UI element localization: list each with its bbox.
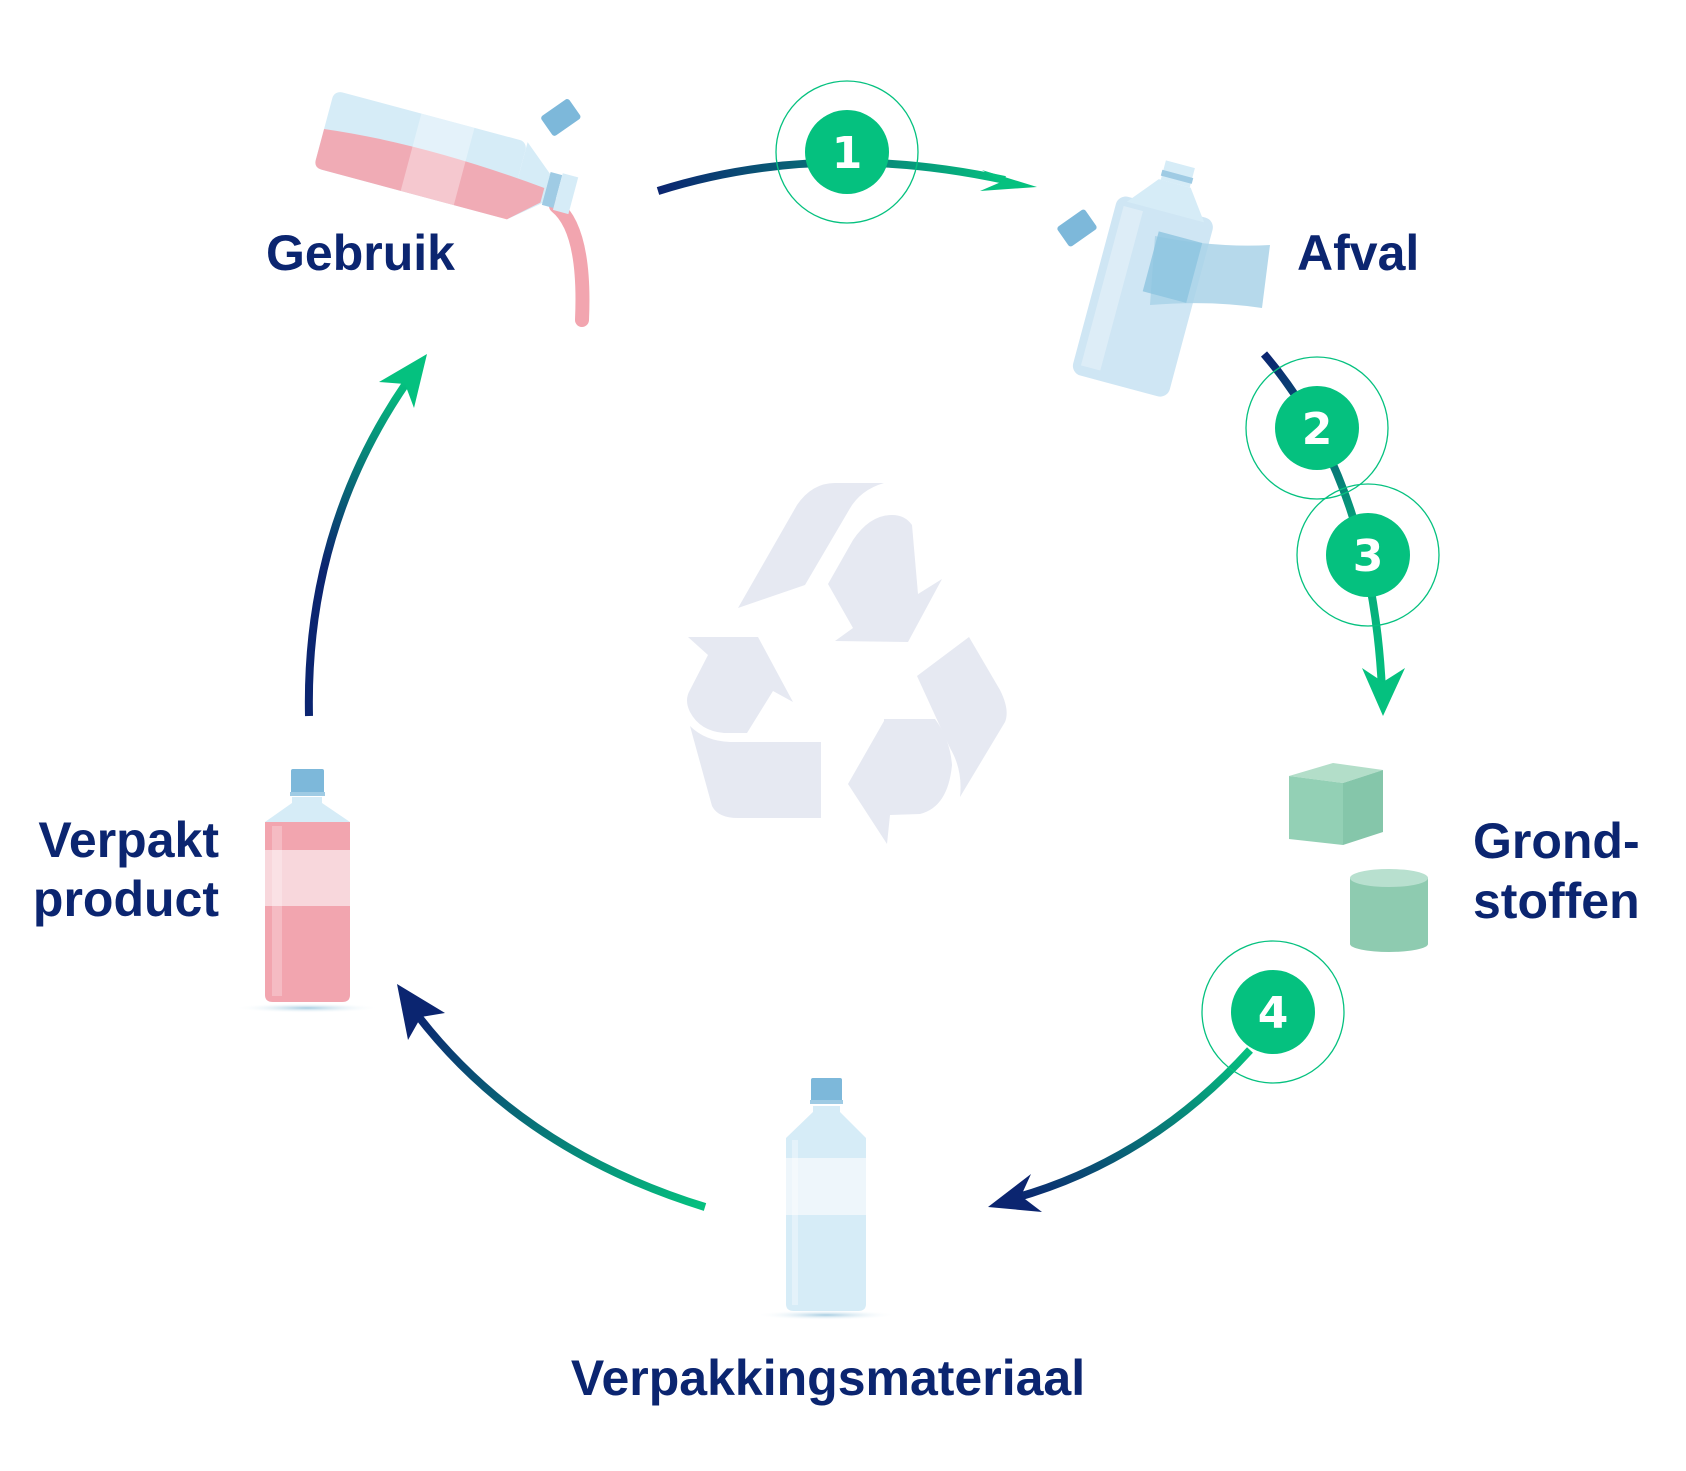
step-number: 3 xyxy=(1353,531,1384,582)
stage-label-gebruik: Gebruik xyxy=(266,225,455,281)
step-number: 4 xyxy=(1258,988,1289,1039)
stage-label-grondstoffen-line2: stoffen xyxy=(1473,873,1640,929)
arrow-afval-to-grondstoffen xyxy=(1260,351,1405,716)
stage-label-verpakt-product-line2: product xyxy=(33,871,219,927)
discarded-bottle-icon xyxy=(1057,160,1270,397)
step-number: 2 xyxy=(1302,404,1333,455)
step-badge-2: 2 xyxy=(1245,356,1389,500)
step-badge-3: 3 xyxy=(1296,483,1440,627)
arrow-grondstoffen-to-verpakkingsmateriaal xyxy=(988,1047,1253,1212)
filled-bottle-icon xyxy=(235,769,379,1013)
raw-materials-icon xyxy=(1289,763,1428,952)
arrow-verpakt-product-to-gebruik xyxy=(304,354,427,717)
step-badge-4: 4 xyxy=(1201,940,1345,1084)
step-badge-1: 1 xyxy=(775,80,919,224)
recycle-icon xyxy=(687,483,1007,844)
step-number: 1 xyxy=(832,128,863,179)
empty-bottle-icon xyxy=(756,1078,896,1320)
arrow-verpakkingsmateriaal-to-verpakt-product xyxy=(397,984,707,1211)
stage-label-verpakt-product-line1: Verpakt xyxy=(38,812,219,868)
pouring-bottle-icon xyxy=(315,92,590,327)
stage-label-afval: Afval xyxy=(1297,225,1419,281)
stage-label-grondstoffen-line1: Grond- xyxy=(1473,813,1640,869)
stage-label-verpakkingsmateriaal: Verpakkingsmateriaal xyxy=(571,1350,1085,1406)
